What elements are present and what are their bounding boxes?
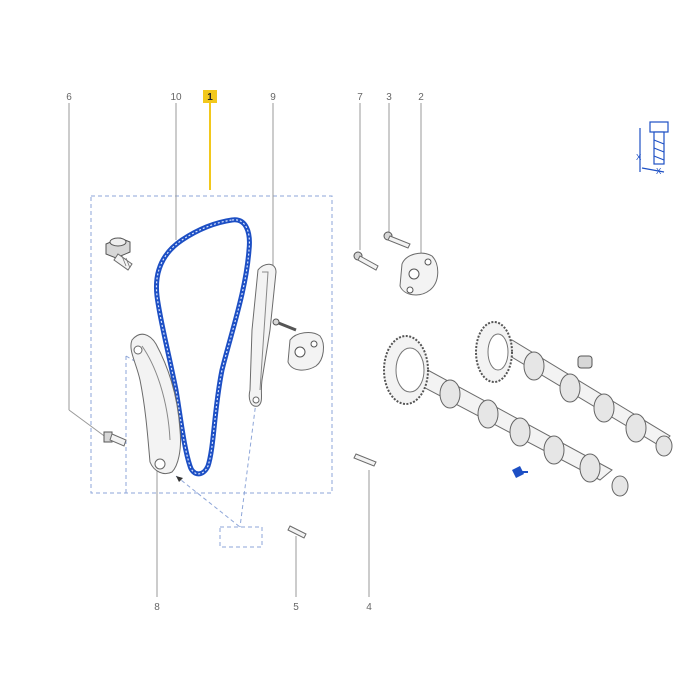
intake-camshaft[interactable] xyxy=(383,335,629,497)
icon-label-x: X xyxy=(656,167,662,176)
callout-5[interactable]: 5 xyxy=(293,602,299,613)
timing-chain[interactable] xyxy=(153,217,252,477)
callout-9[interactable]: 9 xyxy=(270,92,276,103)
callout-2[interactable]: 2 xyxy=(418,92,424,103)
tensioner-housing-2[interactable] xyxy=(399,252,439,296)
dowel-pin-5[interactable] xyxy=(287,525,307,539)
kit-dash-arrow xyxy=(239,393,258,528)
kit-boundary-box xyxy=(90,195,333,494)
dowel-pin-4[interactable] xyxy=(353,453,377,467)
pivot-bolt[interactable] xyxy=(105,237,133,271)
callout-7[interactable]: 7 xyxy=(357,92,363,103)
callout-10[interactable]: 10 xyxy=(170,92,182,103)
bolt-torque-icon: X X xyxy=(636,121,669,176)
tensioner-arm[interactable] xyxy=(130,333,181,475)
callout-6[interactable]: 6 xyxy=(66,92,72,103)
kit-sub-box xyxy=(219,526,263,548)
cam-plug[interactable] xyxy=(577,355,593,369)
screw-3[interactable] xyxy=(383,231,411,249)
exhaust-camshaft[interactable] xyxy=(475,321,673,457)
lubricate-icon xyxy=(512,466,528,478)
callout-1[interactable]: 1 xyxy=(203,90,217,103)
chain-guide-rail[interactable] xyxy=(248,263,277,407)
arrow-head xyxy=(176,476,183,482)
icon-label-x: X xyxy=(636,153,642,162)
leader-line-6 xyxy=(68,409,108,439)
small-bolt-6[interactable] xyxy=(103,431,127,447)
callout-1-label: 1 xyxy=(207,92,213,103)
kit-dash-arrow xyxy=(175,475,241,528)
callout-3[interactable]: 3 xyxy=(386,92,392,103)
screw-7[interactable] xyxy=(353,251,379,271)
callout-8[interactable]: 8 xyxy=(154,602,160,613)
callout-4[interactable]: 4 xyxy=(366,602,372,613)
chain-tensioner-actuator[interactable] xyxy=(272,318,324,371)
callout-1-highlight xyxy=(203,90,217,103)
